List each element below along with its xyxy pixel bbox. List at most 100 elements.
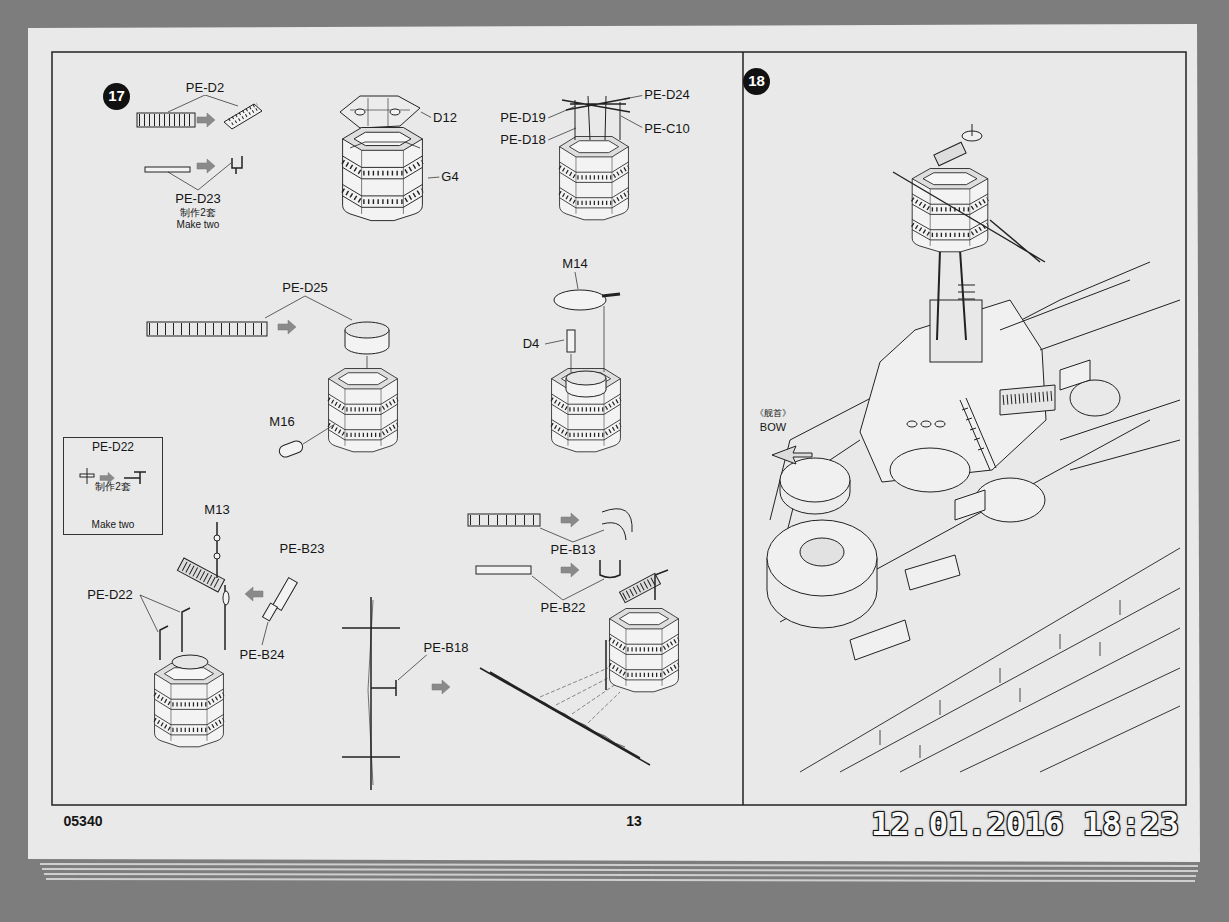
ship-drawing <box>1060 360 1090 390</box>
step-circle <box>743 68 770 95</box>
part-number: D12 <box>431 111 459 125</box>
ship-drawing <box>958 285 975 299</box>
date-stamp: 12.01.2016 18:23 <box>869 807 1181 842</box>
part-number: PE-D23 <box>173 192 223 206</box>
part-drawings <box>224 104 262 129</box>
part-number: G4 <box>439 170 460 184</box>
part-number: PE-B22 <box>539 601 588 615</box>
part-drawings <box>624 580 656 597</box>
assembly-arrows <box>100 113 579 694</box>
assembly-arrows <box>197 113 215 127</box>
page-frame <box>742 52 744 805</box>
part-drawings <box>87 468 88 484</box>
ship-drawing <box>912 169 988 252</box>
part-drawings <box>368 600 373 785</box>
part-drawings <box>566 371 606 385</box>
step-number: 17 <box>103 83 130 110</box>
part-drawings <box>172 655 208 669</box>
part-drawings <box>232 156 242 174</box>
part-drawings <box>273 578 298 611</box>
part-drawings <box>552 369 621 452</box>
part-drawings <box>545 272 604 372</box>
part-drawings <box>140 595 268 645</box>
part-drawings <box>345 322 389 338</box>
part-drawings <box>398 652 430 680</box>
step-number: 18 <box>743 68 770 95</box>
part-drawings <box>184 566 218 584</box>
ship-drawing <box>972 124 973 136</box>
part-drawings <box>147 322 267 336</box>
part-drawings <box>602 509 632 540</box>
ship-drawing <box>1070 380 1120 416</box>
page-frame <box>52 52 1186 805</box>
part-drawings <box>548 95 645 140</box>
part-drawings <box>155 664 224 747</box>
part-drawings <box>168 95 238 190</box>
part-drawings <box>80 95 678 790</box>
part-number: PE-D22 <box>85 588 135 602</box>
part-number: PE-B13 <box>549 543 598 557</box>
ship-drawing <box>893 172 1045 262</box>
part-drawings <box>350 98 410 126</box>
inset-box: PE-D22制作2套Make two <box>63 437 163 535</box>
part-drawings <box>342 597 400 790</box>
part-drawings <box>340 96 420 128</box>
part-number: M14 <box>560 257 589 271</box>
ship-drawing <box>850 620 910 660</box>
part-drawings <box>343 128 423 221</box>
step-number-text: 18 <box>748 73 765 90</box>
part-drawings <box>575 96 620 140</box>
part-drawings <box>562 98 630 112</box>
ship-drawing <box>955 490 985 520</box>
part-drawings <box>560 137 629 220</box>
part-drawings <box>160 608 190 660</box>
ship-drawing <box>907 421 917 427</box>
assembly-arrows <box>197 159 215 173</box>
ship-drawing <box>1003 396 1052 400</box>
part-number: PE-D22 <box>92 441 134 454</box>
ship-drawing <box>935 421 945 427</box>
part-drawings <box>229 104 259 124</box>
part-drawings <box>137 113 195 127</box>
note: 制作2套 <box>178 207 218 218</box>
ship-drawing <box>772 446 812 464</box>
photo-ground <box>40 864 1198 881</box>
part-drawings <box>610 609 679 692</box>
ship-drawing <box>880 600 1120 758</box>
ship-drawing <box>934 142 966 166</box>
page-number: 13 <box>624 814 644 829</box>
ship-drawing <box>767 124 1180 772</box>
part-drawings <box>470 515 538 525</box>
part-number: PE-B23 <box>278 542 327 556</box>
part-drawings <box>468 514 540 526</box>
ship-drawing <box>937 250 966 340</box>
part-number: PE-D18 <box>498 133 548 147</box>
assembly-arrows <box>561 513 579 527</box>
part-drawings <box>214 553 220 559</box>
part-number: PE-D19 <box>498 111 548 125</box>
part-number: M16 <box>267 415 296 429</box>
ship-drawing <box>767 520 877 596</box>
part-number: PE-D25 <box>280 281 330 295</box>
part-drawings <box>329 369 398 452</box>
part-drawings <box>149 323 265 335</box>
ship-drawing <box>921 421 931 427</box>
assembly-arrows <box>245 587 263 601</box>
note: 制作2套 <box>95 481 131 492</box>
assembly-arrows <box>278 320 296 334</box>
part-number: PE-B24 <box>238 648 287 662</box>
part-drawings <box>476 566 531 574</box>
part-drawings <box>139 114 193 126</box>
part-drawings <box>600 560 620 578</box>
part-number: PE-B18 <box>422 641 471 655</box>
part-number: D4 <box>521 337 542 351</box>
part-drawings <box>223 591 229 605</box>
direction-label: BOW <box>758 421 788 433</box>
part-drawings <box>303 424 335 444</box>
part-drawings <box>540 668 620 723</box>
part-number: M13 <box>202 503 231 517</box>
assembly-arrows <box>432 680 450 694</box>
